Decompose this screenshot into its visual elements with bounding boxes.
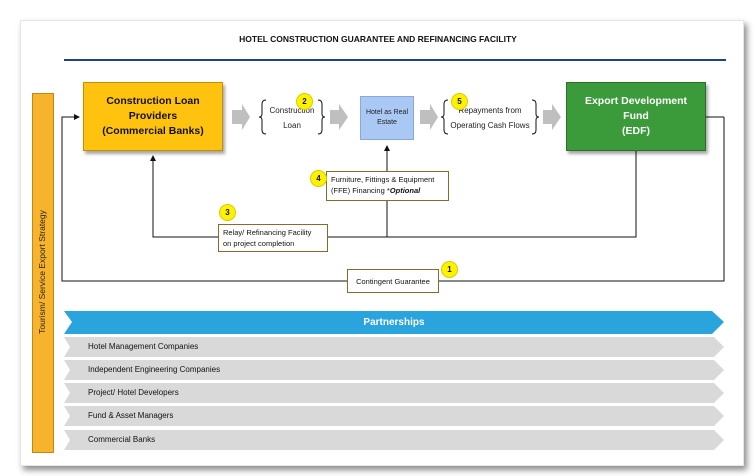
step-badge-3: 3 <box>219 204 236 221</box>
relay-line-2: on project completion <box>223 239 295 248</box>
step-badge-4: 4 <box>310 170 327 187</box>
contingent-guarantee-box: Contingent Guarantee <box>347 269 439 293</box>
relay-refinancing-box: Relay/ Refinancing Facility on project c… <box>218 224 328 252</box>
lender-line-3: (Commercial Banks) <box>102 125 204 137</box>
edf-line-2: (EDF) <box>622 125 650 137</box>
guarantee-text: Contingent Guarantee <box>356 276 430 286</box>
ffe-optional: Optional <box>389 186 421 195</box>
partner-row-5: Commercial Banks <box>88 435 156 444</box>
partnerships-header: Partnerships <box>363 316 425 328</box>
repayments-line-1: Repayments from <box>458 106 522 115</box>
guarantee-line <box>61 114 725 282</box>
ffe-financing-box: Furniture, Fittings & Equipment (FFE) Fi… <box>326 171 449 201</box>
flow-arrow-1 <box>232 104 250 130</box>
strategy-bar <box>32 93 54 453</box>
edf-box: Export Development Fund (EDF) <box>566 82 706 151</box>
construction-loan-line-2: Loan <box>283 121 301 130</box>
construction-loan-line-1: Construction <box>269 106 315 115</box>
hotel-line-2: Estate <box>377 119 397 126</box>
step-badge-5: 5 <box>451 93 468 110</box>
ffe-line-2-text: (FFE) Financing * <box>331 186 390 195</box>
partner-row-3: Project/ Hotel Developers <box>88 388 179 397</box>
brace-left-loan <box>258 99 267 135</box>
construction-loan-providers-box: Construction Loan Providers (Commercial … <box>83 82 223 151</box>
relay-line-1: Relay/ Refinancing Facility <box>223 228 312 237</box>
ffe-line-1: Furniture, Fittings & Equipment <box>331 175 435 184</box>
brace-left-repay <box>440 99 449 135</box>
hotel-real-estate-box: Hotel as Real Estate <box>360 96 414 140</box>
ffe-line-2: (FFE) Financing *Optional <box>331 185 444 196</box>
flow-arrow-4 <box>543 104 561 130</box>
partnerships-header-shape <box>64 311 724 334</box>
partner-row-shape-1 <box>64 337 724 357</box>
edf-line-1: Export Development Fund <box>584 95 688 122</box>
partner-row-1: Hotel Management Companies <box>88 342 199 351</box>
step-badge-2: 2 <box>296 93 313 110</box>
hotel-line-1: Hotel as Real <box>365 109 409 116</box>
partner-row-shape-2 <box>64 360 724 380</box>
repayments-label: Repayments from Operating Cash Flows <box>446 103 534 133</box>
lender-line-1: Construction Loan <box>106 95 200 107</box>
diagram-title: HOTEL CONSTRUCTION GUARANTEE AND REFINAN… <box>239 34 517 44</box>
partner-row-shape-5 <box>64 430 724 450</box>
construction-loan-label: Construction Loan <box>265 103 319 133</box>
repayments-line-2: Operating Cash Flows <box>450 121 530 130</box>
step-badge-1: 1 <box>441 261 458 278</box>
partner-row-4: Fund & Asset Managers <box>88 411 174 420</box>
title-rule <box>64 59 726 61</box>
relay-line <box>150 151 637 238</box>
partner-row-shape-3 <box>64 383 724 403</box>
lender-line-2: Providers <box>128 110 178 122</box>
flow-arrow-2 <box>330 104 348 130</box>
partner-row-2: Independent Engineering Companies <box>88 365 221 374</box>
brace-right-loan <box>317 99 326 135</box>
partner-row-shape-4 <box>64 406 724 426</box>
brace-right-repay <box>531 99 540 135</box>
flow-arrow-3 <box>420 104 438 130</box>
